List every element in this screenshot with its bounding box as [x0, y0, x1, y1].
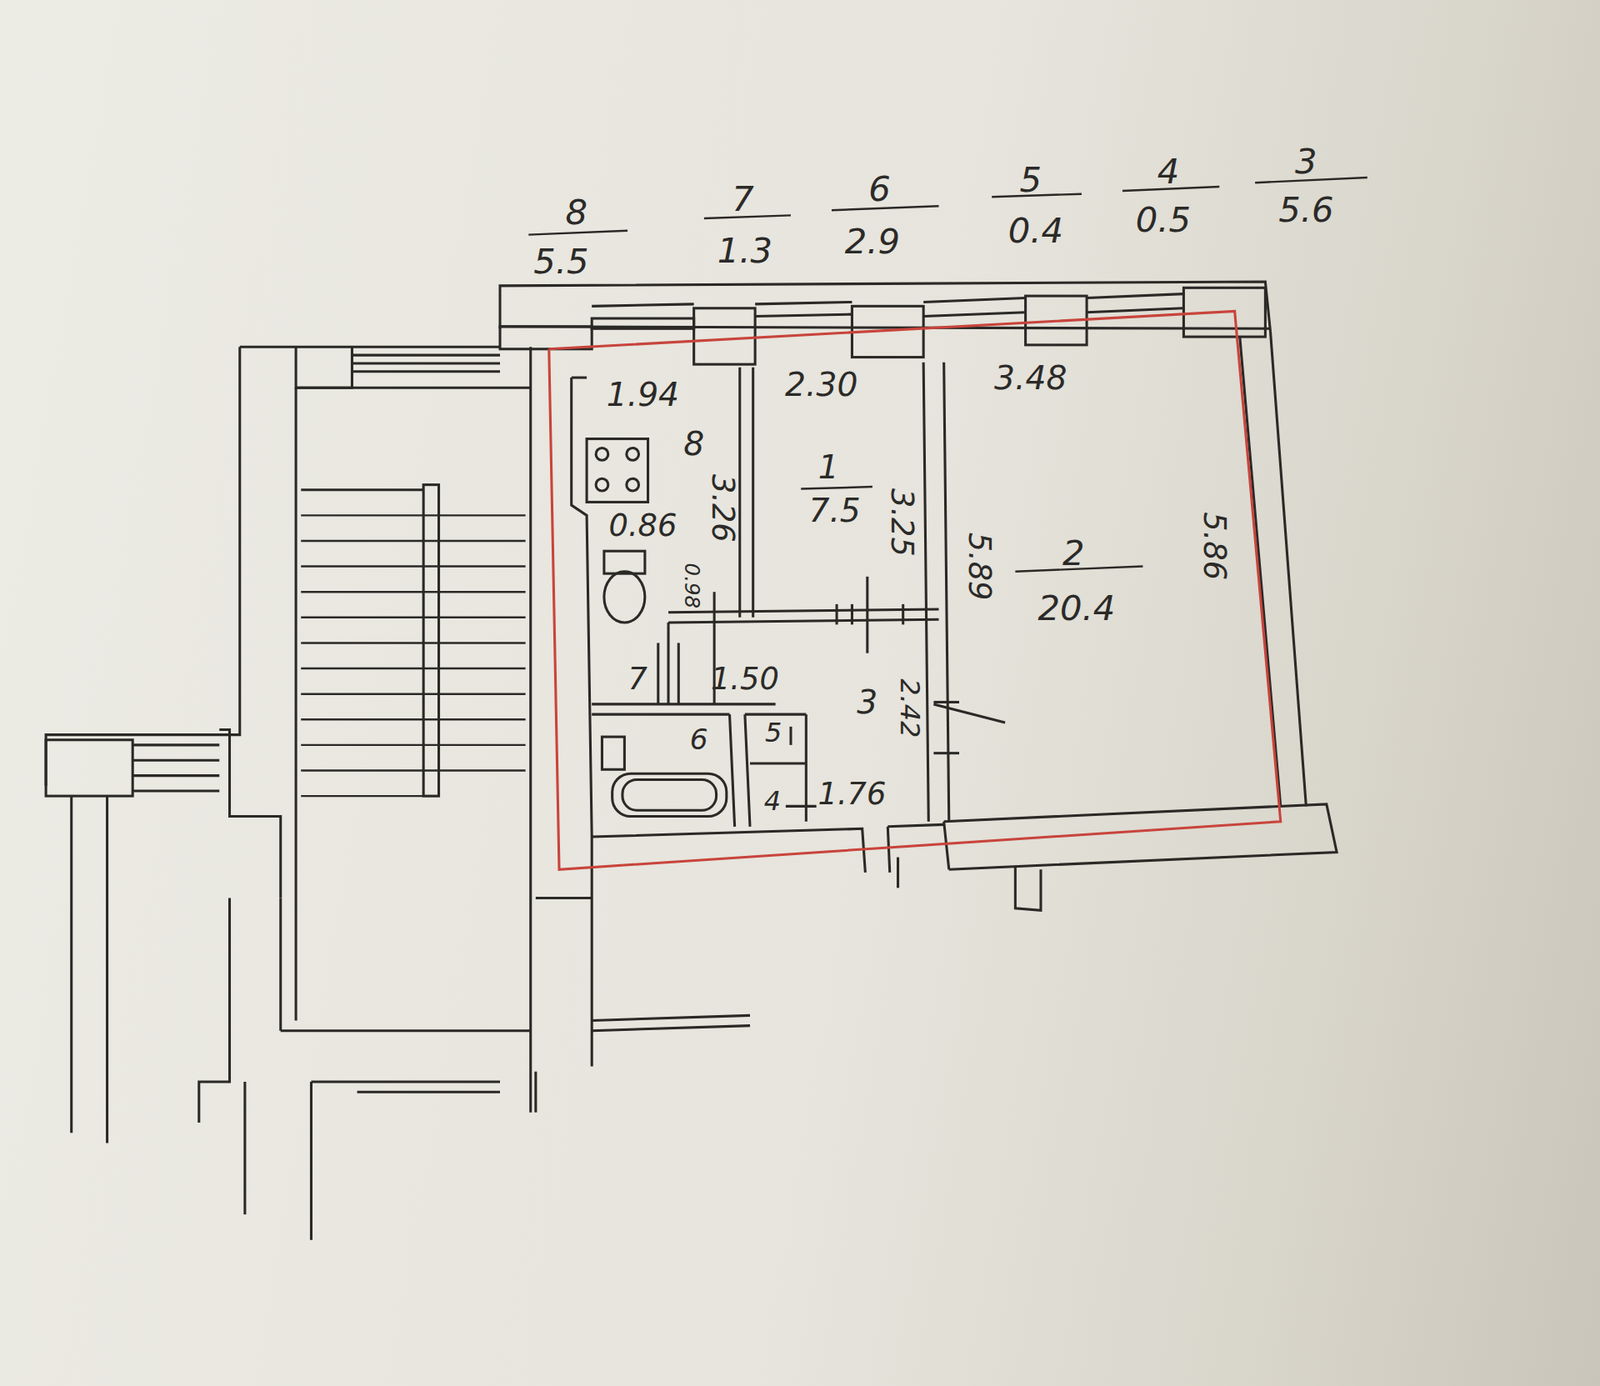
dimension-label: 6	[690, 725, 709, 755]
dimension-label: 8	[565, 195, 588, 230]
dimension-label: 2.9	[845, 223, 900, 259]
dimension-label: 1.94	[606, 378, 680, 411]
dimension-label: 6	[868, 171, 890, 207]
dimension-label: 7.5	[808, 494, 860, 527]
dimension-label: 0.5	[1135, 201, 1191, 237]
dimension-label: 5.86	[1199, 511, 1230, 580]
dimension-label: 5	[1019, 162, 1041, 198]
dimension-label: 2.42	[896, 678, 924, 738]
dimension-label: 7	[731, 181, 754, 217]
dimension-label: 7	[628, 663, 648, 695]
dimension-label: 20.4	[1037, 590, 1115, 626]
dimension-label: 3.25	[886, 488, 918, 557]
dimension-label: 0.86	[609, 510, 678, 541]
dimension-label: 3	[856, 685, 878, 719]
dimension-label: 5.89	[964, 532, 995, 601]
dimension-label: 3.48	[994, 360, 1067, 394]
dimension-label: 1.76	[818, 778, 887, 810]
dimension-label: 2.30	[785, 368, 858, 401]
dimension-label: 1.3	[717, 232, 773, 268]
dimension-label: 1.50	[710, 663, 780, 695]
dimension-label: 1	[818, 450, 840, 484]
dimension-label: 2	[1062, 535, 1085, 571]
dimension-label: 5	[765, 719, 782, 746]
dimension-label: 8	[683, 427, 705, 460]
dimension-label: 0.4	[1008, 213, 1064, 249]
dimension-label: 3.26	[707, 474, 739, 543]
dimension-label: 0.98	[681, 563, 702, 610]
dimension-label: 5.5	[533, 244, 589, 280]
dimension-label: 4	[764, 787, 781, 815]
dimension-label: 5.6	[1278, 191, 1334, 227]
dimension-label: 4	[1157, 154, 1180, 190]
dimension-label: 3	[1295, 144, 1317, 180]
